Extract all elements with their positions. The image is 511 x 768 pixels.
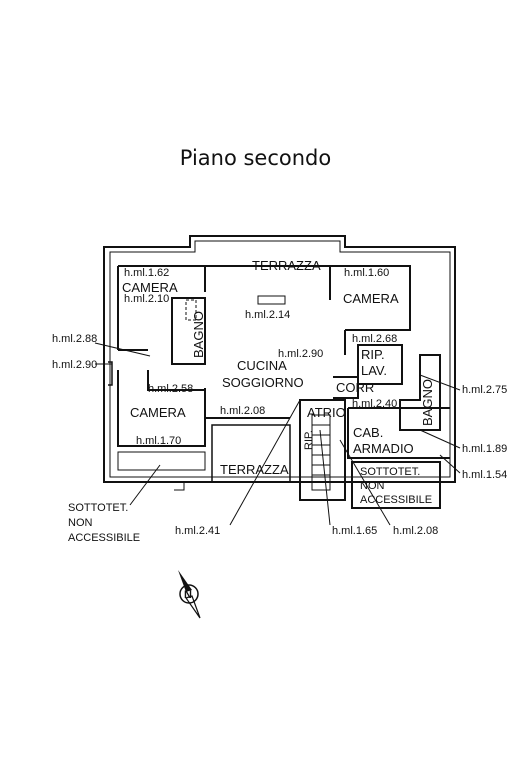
- sottotetto-right-line1: SOTTOTET.: [360, 466, 420, 478]
- wall: [174, 481, 185, 491]
- room-cab: CAB.: [353, 425, 383, 440]
- wall: [147, 370, 205, 391]
- wall: [399, 354, 441, 431]
- height-label: h.ml.2.40: [352, 398, 397, 410]
- sottotetto-left-line1: SOTTOTET.: [68, 502, 128, 514]
- height-label: h.ml.1.62: [124, 267, 169, 279]
- room-corr: CORR: [336, 380, 374, 395]
- height-label: h.ml.1.65: [332, 525, 377, 537]
- room-lav: LAV.: [361, 363, 387, 378]
- wall: [351, 461, 441, 509]
- height-label: h.ml.2.08: [220, 405, 265, 417]
- room-camera-right: CAMERA: [343, 291, 399, 306]
- wall: [117, 451, 206, 471]
- room-cucina: CUCINA: [237, 358, 287, 373]
- wall: [211, 424, 291, 483]
- height-label: h.ml.2.14: [245, 309, 290, 321]
- north-arrow-icon: N: [178, 570, 201, 619]
- wall: [299, 399, 346, 501]
- room-bagno-left: BAGNO: [191, 311, 206, 358]
- wall: [171, 297, 206, 365]
- height-label: h.ml.2.88: [52, 333, 97, 345]
- wall: [330, 265, 411, 331]
- room-terrazza-bottom: TERRAZZA: [220, 462, 289, 477]
- height-label: h.ml.1.89: [462, 443, 507, 455]
- height-label: h.ml.2.10: [124, 293, 169, 305]
- height-label: h.ml.2.90: [52, 359, 97, 371]
- height-label: h.ml.1.70: [136, 435, 181, 447]
- wall: [311, 414, 331, 491]
- north-label: N: [184, 589, 192, 601]
- height-label: h.ml.2.75: [462, 384, 507, 396]
- wall: [108, 361, 113, 386]
- wall: [357, 344, 403, 385]
- plan-title: Piano secondo: [179, 146, 332, 170]
- room-armadio: ARMADIO: [353, 441, 414, 456]
- height-label: h.ml.1.54: [462, 469, 507, 481]
- height-label: h.ml.2.41: [175, 525, 220, 537]
- room-atrio: ATRIO: [307, 405, 346, 420]
- room-camera-bottom-left: CAMERA: [130, 405, 186, 420]
- height-label: h.ml.2.08: [393, 525, 438, 537]
- wall: [185, 299, 197, 321]
- room-rip-top: RIP.: [361, 347, 385, 362]
- height-label: h.ml.2.58: [148, 383, 193, 395]
- height-label: h.ml.1.60: [344, 267, 389, 279]
- sottotetto-right-line3: ACCESSIBILE: [360, 494, 432, 506]
- wall: [347, 408, 450, 459]
- room-terrazza-top: TERRAZZA: [252, 258, 321, 273]
- sottotetto-left-line2: NON: [68, 517, 93, 529]
- room-camera-top-left: CAMERA: [122, 280, 178, 295]
- room-bagno-right: BAGNO: [420, 379, 435, 426]
- height-label: h.ml.2.68: [352, 333, 397, 345]
- wall: [257, 295, 286, 305]
- sottotetto-right-line2: NON: [360, 480, 385, 492]
- sottotetto-left-line3: ACCESSIBILE: [68, 532, 140, 544]
- room-soggiorno: SOGGIORNO: [222, 375, 304, 390]
- outer-wall-inner: [109, 240, 451, 478]
- height-label: h.ml.2.90: [278, 348, 323, 360]
- wall: [333, 376, 359, 399]
- room-rip-side: RIP.: [303, 430, 315, 450]
